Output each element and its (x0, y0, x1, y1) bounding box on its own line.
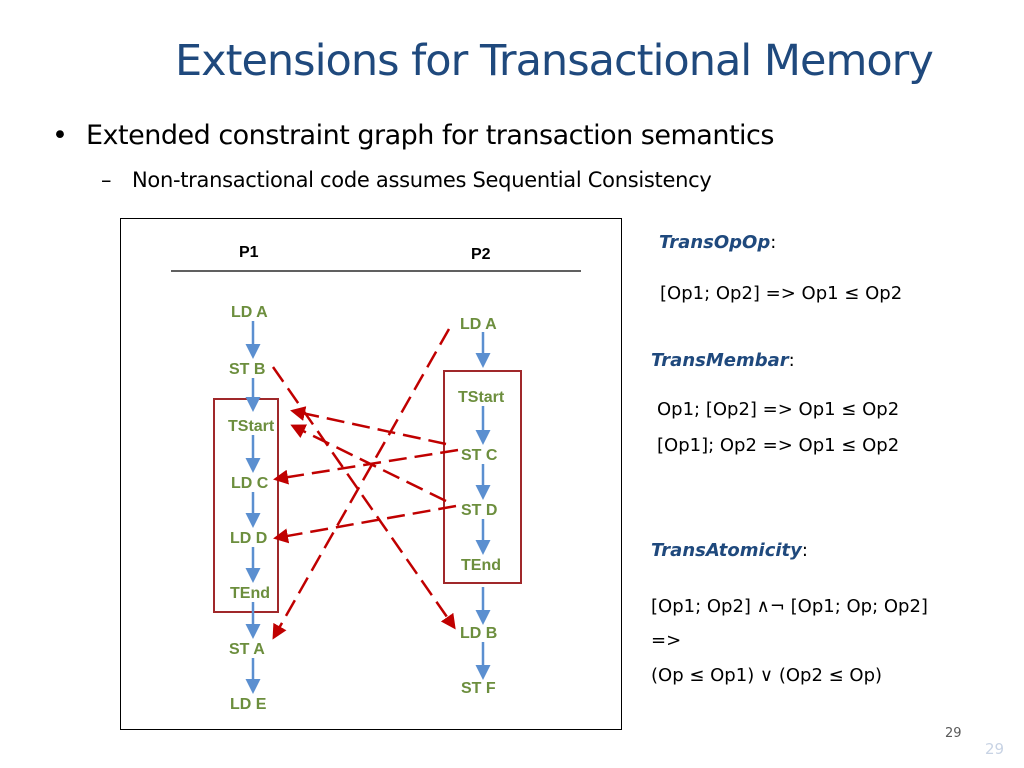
p1-node-ld-c: LD C (231, 475, 269, 492)
page-number-watermark: 29 (985, 740, 1005, 758)
constraint-graph-svg: P1 P2 (171, 244, 581, 713)
rule-trans-atomicity-formula-1: [Op1; Op2] ∧¬ [Op1; Op; Op2] (651, 596, 928, 617)
rule-trans-op-op-name: TransOpOp (659, 232, 771, 253)
edge-st-d-to-ld-d (273, 504, 457, 544)
p2-node-ld-b: LD B (460, 625, 497, 642)
p2-transaction-box (443, 370, 522, 584)
p1-node-ld-a: LD A (231, 304, 268, 321)
rule-trans-atomicity-title: TransAtomicity: (651, 540, 808, 561)
p2-node-tstart: TStart (458, 389, 505, 406)
p1-node-st-a: ST A (229, 641, 265, 658)
p1-node-tend: TEnd (230, 585, 270, 602)
constraint-graph-diagram: P1 P2 (120, 218, 622, 730)
processor-label-p2: P2 (471, 246, 491, 263)
p2-node-st-c: ST C (461, 447, 498, 464)
rule-colon: : (801, 540, 808, 561)
p1-node-tstart: TStart (228, 418, 275, 435)
p2-node-ld-a: LD A (460, 316, 497, 333)
rule-trans-atomicity-name: TransAtomicity (651, 540, 802, 561)
rule-trans-membar-title: TransMembar: (651, 350, 795, 371)
bullet-text: Extended constraint graph for transactio… (86, 120, 774, 151)
sub-bullet-text: Non-transactional code assumes Sequentia… (132, 168, 712, 192)
rule-trans-op-op-formula: [Op1; Op2] => Op1 ≤ Op2 (660, 283, 903, 304)
p1-node-ld-e: LD E (230, 696, 267, 713)
slide-title: Extensions for Transactional Memory (175, 36, 934, 86)
p1-node-st-b: ST B (229, 361, 265, 378)
rule-trans-membar-formula-1: Op1; [Op2] => Op1 ≤ Op2 (657, 399, 900, 420)
p2-node-tend: TEnd (461, 557, 501, 574)
sub-bullet-marker: – (101, 168, 112, 192)
edge-st-b-to-ld-b (271, 366, 456, 630)
edge-ld-a-to-st-a (272, 328, 451, 640)
constraint-edges (271, 328, 459, 640)
bullet-item: • Extended constraint graph for transacti… (52, 120, 774, 151)
rule-trans-membar-formula-2: [Op1]; Op2 => Op1 ≤ Op2 (657, 435, 900, 456)
rule-colon: : (770, 232, 777, 253)
rule-trans-atomicity-formula-2: => (651, 630, 682, 651)
p2-node-st-f: ST F (461, 680, 496, 697)
page-number: 29 (945, 726, 962, 741)
rule-trans-op-op-title: TransOpOp: (659, 232, 776, 253)
rule-colon: : (788, 350, 795, 371)
rule-trans-atomicity-formula-3: (Op ≤ Op1) ∨ (Op2 ≤ Op) (651, 665, 883, 686)
processor-label-p1: P1 (239, 244, 259, 261)
p2-node-st-d: ST D (461, 502, 497, 519)
edge-st-c-to-ld-c (273, 448, 459, 485)
sub-bullet-item: –Non-transactional code assumes Sequenti… (101, 168, 712, 192)
p1-node-ld-d: LD D (230, 530, 267, 547)
bullet-marker: • (52, 120, 68, 151)
edge-st-c-to-tstart-p1 (290, 406, 447, 446)
rule-trans-membar-name: TransMembar (651, 350, 789, 371)
